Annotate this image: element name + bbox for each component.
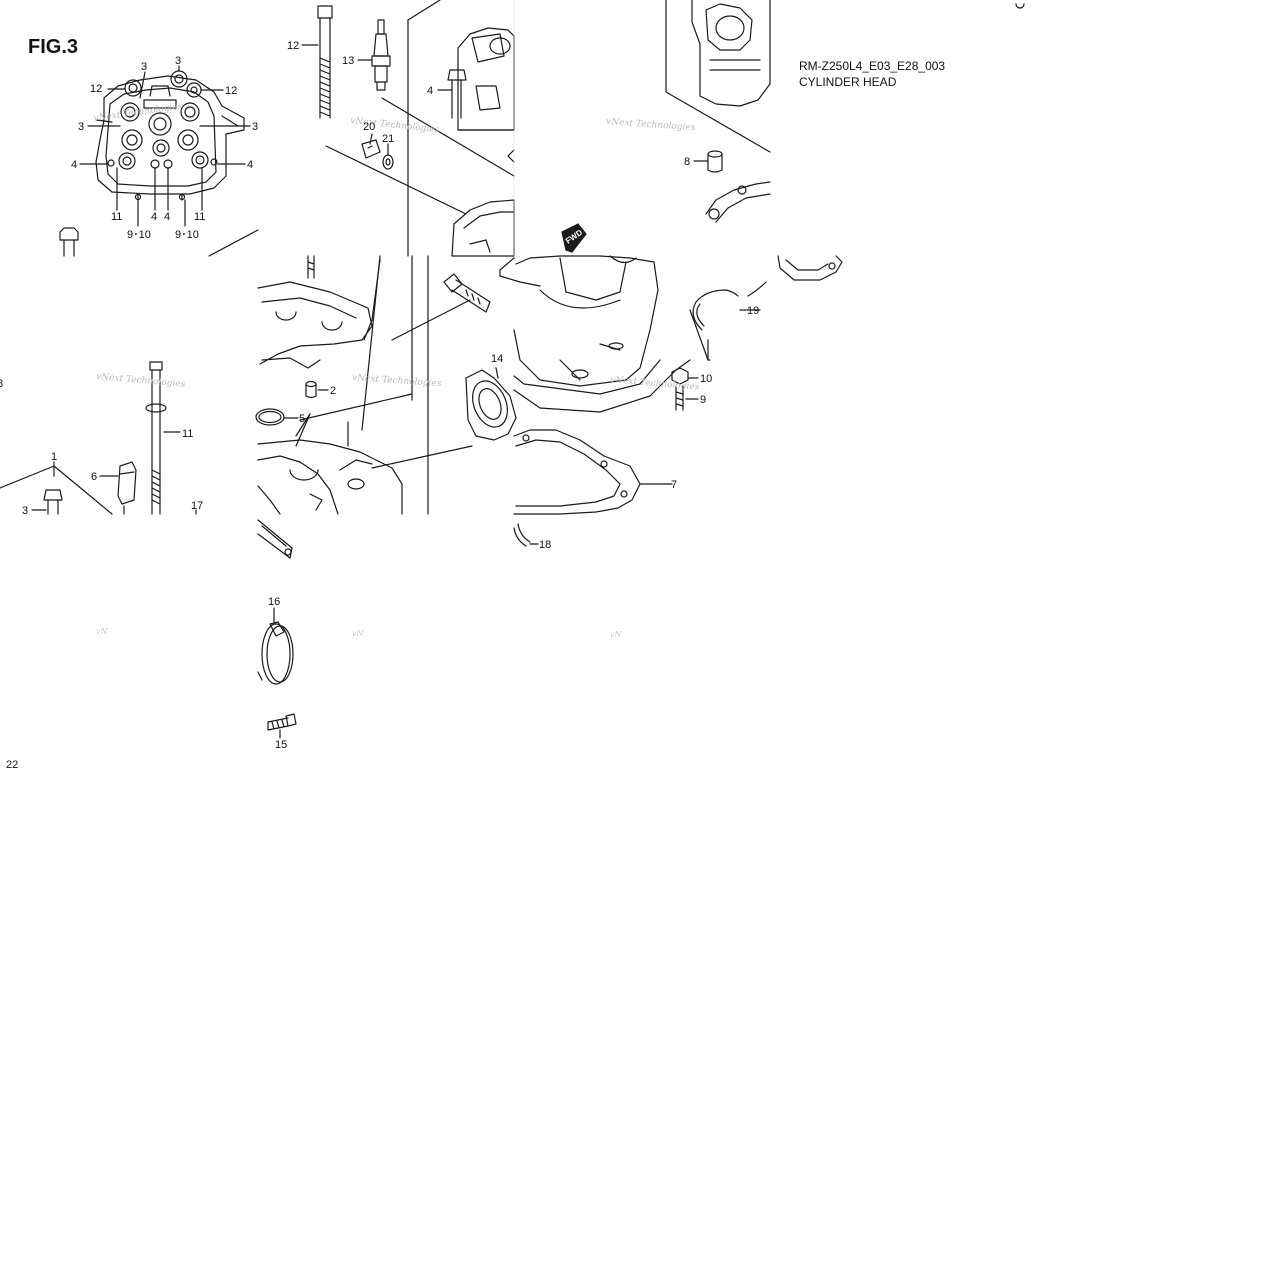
figure-title: FIG.3 bbox=[28, 36, 79, 58]
callout-label: 7 bbox=[671, 479, 677, 491]
section-name: CYLINDER HEAD bbox=[799, 75, 897, 89]
guide-line-f bbox=[299, 393, 413, 421]
hose-clamp-16 bbox=[257, 607, 294, 685]
callout-label: 5 bbox=[299, 413, 305, 425]
frame-line-c bbox=[381, 97, 515, 177]
frame-line-a bbox=[208, 229, 259, 257]
watermark-text: vNext Technologies bbox=[606, 117, 696, 133]
frame-line-d bbox=[407, 0, 441, 21]
callout-label: 8 bbox=[684, 156, 690, 168]
cylinder-head-lower bbox=[257, 413, 403, 515]
callout-label: 21 bbox=[382, 133, 394, 145]
guide-line-d bbox=[391, 299, 471, 341]
frame-line-b bbox=[325, 145, 467, 215]
callout-label: 15 bbox=[275, 739, 287, 751]
callout-label: 22 bbox=[6, 759, 18, 771]
callout-label: 10 bbox=[700, 373, 712, 385]
watermark-fragment: vN bbox=[352, 629, 365, 638]
cam-holder-upper bbox=[457, 27, 515, 163]
nut-10 bbox=[671, 367, 699, 385]
cylinder-block bbox=[499, 255, 691, 413]
spark-plug-13 bbox=[357, 19, 391, 91]
o-ring-19 bbox=[689, 281, 767, 361]
bolt-center bbox=[443, 273, 491, 313]
callout-label: 9･10 bbox=[127, 229, 151, 241]
callout-label: 9･10 bbox=[175, 229, 199, 241]
callout-labels: 12 3 3 12 3 3 4 4 11 4 4 11 9･10 9･10 12… bbox=[0, 40, 759, 771]
callout-label: 11 bbox=[111, 211, 122, 223]
callout-label: 4 bbox=[247, 159, 253, 171]
bolt-3-left bbox=[31, 489, 63, 515]
callout-label: 4 bbox=[151, 211, 157, 223]
bolt-15 bbox=[267, 713, 297, 739]
guide-line-a bbox=[361, 255, 381, 431]
valve-lifter-6 bbox=[99, 461, 137, 505]
dowel-pin-2 bbox=[305, 380, 329, 399]
callout-label: 14 bbox=[491, 353, 503, 365]
callout-label: 8 bbox=[0, 378, 3, 390]
bolt-small-top-left bbox=[59, 227, 79, 257]
chain-guide-17 bbox=[257, 519, 293, 559]
callout-label: 17 bbox=[191, 500, 203, 512]
o-ring-5 bbox=[255, 408, 299, 426]
callout-label: 3 bbox=[78, 121, 84, 133]
washer-21 bbox=[382, 143, 394, 170]
callout-label: 9 bbox=[700, 394, 706, 406]
cylinder-head-upper bbox=[451, 199, 515, 257]
head-top-view bbox=[79, 65, 251, 227]
guide-line-e bbox=[371, 445, 473, 469]
callout-label: 12 bbox=[225, 85, 237, 97]
stud-bolt-12 bbox=[301, 5, 333, 119]
watermark-fragments: vN vN vN bbox=[96, 627, 623, 639]
callout-label: 3 bbox=[252, 121, 258, 133]
callout-label: 20 bbox=[363, 121, 375, 133]
callout-label: 2 bbox=[330, 385, 336, 397]
stud-bolt-11 bbox=[145, 361, 181, 515]
dowel-pin-8 bbox=[693, 150, 723, 173]
callout-label: 4 bbox=[164, 211, 170, 223]
watermark-text: vNext Technologies bbox=[96, 372, 186, 390]
ring-18 bbox=[513, 523, 539, 547]
reference-code: RM-Z250L4_E03_E28_003 bbox=[799, 59, 946, 73]
callout-label: 18 bbox=[539, 539, 551, 551]
head-gasket-upper bbox=[705, 181, 843, 281]
callout-label: 4 bbox=[71, 159, 77, 171]
watermark-fragment: vN bbox=[96, 627, 109, 636]
callout-label: 3 bbox=[22, 505, 28, 517]
intake-pipe-14 bbox=[465, 367, 517, 441]
bolt-4 bbox=[437, 69, 467, 119]
callout-label: 3 bbox=[175, 55, 181, 67]
stud-9 bbox=[675, 385, 699, 411]
callout-label: 11 bbox=[182, 428, 193, 440]
cam-holder-lower bbox=[257, 255, 381, 369]
fwd-arrow-badge bbox=[561, 223, 587, 253]
callout-label: 13 bbox=[342, 55, 354, 67]
base-gasket-7 bbox=[513, 429, 673, 515]
callout-label: 1 bbox=[51, 451, 57, 463]
callout-label: 11 bbox=[194, 211, 205, 223]
callout-label: 12 bbox=[90, 83, 102, 95]
watermark-text: vNext Technologies bbox=[610, 375, 700, 393]
callout-label: 12 bbox=[287, 40, 299, 52]
callout-label: 16 bbox=[268, 596, 280, 608]
watermark-text: vNext Technologies bbox=[93, 102, 183, 124]
fitting-20 bbox=[361, 133, 381, 159]
callout-label: 19 bbox=[747, 305, 759, 317]
watermark-fragment: vN bbox=[610, 630, 623, 639]
callout-label: 3 bbox=[141, 61, 147, 73]
callout-label: 4 bbox=[427, 85, 433, 97]
cylinder-upper-right bbox=[665, 0, 1025, 153]
watermark-group: vNext Technologies vNext Technologies vN… bbox=[93, 102, 700, 393]
callout-label: 6 bbox=[91, 471, 97, 483]
